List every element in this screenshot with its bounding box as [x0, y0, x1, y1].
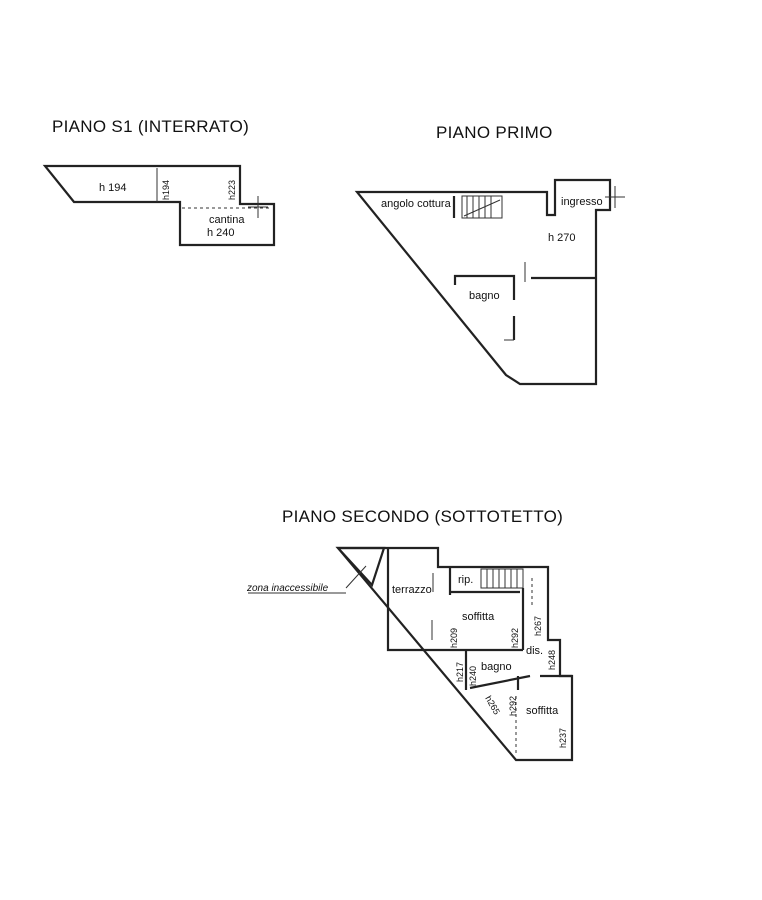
height-h265: h265: [483, 694, 502, 716]
height-h292-b: h292: [508, 696, 518, 716]
inaccessible-zone-label: zona inaccessibile: [246, 583, 329, 594]
stair-arrow: [463, 199, 501, 217]
height-h267: h267: [533, 616, 543, 636]
basement-height-label-b: h223: [227, 180, 237, 200]
inaccessible-zone: [335, 546, 386, 588]
first-floor-title: PIANO PRIMO: [436, 123, 553, 142]
height-h209: h209: [449, 628, 459, 648]
bathroom-diagonal-wall: [469, 674, 531, 690]
second-floor-title: PIANO SECONDO (SOTTOTETTO): [282, 507, 563, 526]
inaccessible-arrow: [345, 565, 367, 589]
first-floor-bathroom-label: bagno: [469, 290, 500, 302]
basement-floor-title: PIANO S1 (INTERRATO): [52, 117, 249, 136]
basement-outer-wall: [42, 164, 276, 247]
cantina-height: h 240: [207, 227, 235, 239]
basement-height-label-a: h194: [161, 180, 171, 200]
second-floor-plan: zona inaccessibile terrazzo rip. soffitt…: [246, 546, 574, 762]
terrace-label: terrazzo: [392, 584, 432, 596]
basement-plan: h 194 h194 h223 cantina h 240: [42, 164, 276, 247]
kitchen-label: angolo cottura: [381, 198, 452, 210]
cantina-label: cantina: [209, 214, 245, 226]
height-h217: h217: [455, 662, 465, 682]
height-h237: h237: [558, 728, 568, 748]
attic-top-label: soffitta: [462, 611, 495, 623]
height-h292-a: h292: [510, 628, 520, 648]
entrance-label: ingresso: [561, 196, 603, 208]
first-floor-plan: angolo cottura ingresso h 270 bagno: [354, 178, 625, 386]
bathroom-wall-top: [453, 274, 516, 300]
basement-room-height: h 194: [99, 182, 127, 194]
storage-label: rip.: [458, 574, 473, 586]
first-floor-stair: [461, 195, 503, 219]
second-floor-bathroom-label: bagno: [481, 661, 512, 673]
second-floor-outer-wall: [335, 546, 574, 762]
attic-bottom-label: soffitta: [526, 705, 559, 717]
first-floor-height: h 270: [548, 232, 576, 244]
second-floor-stair: [480, 568, 524, 589]
terrace-wall: [386, 548, 450, 652]
height-h248: h248: [547, 650, 557, 670]
hallway-label: dis.: [526, 645, 543, 657]
first-floor-outer-wall: [354, 178, 612, 386]
height-h240: h240: [468, 666, 478, 686]
